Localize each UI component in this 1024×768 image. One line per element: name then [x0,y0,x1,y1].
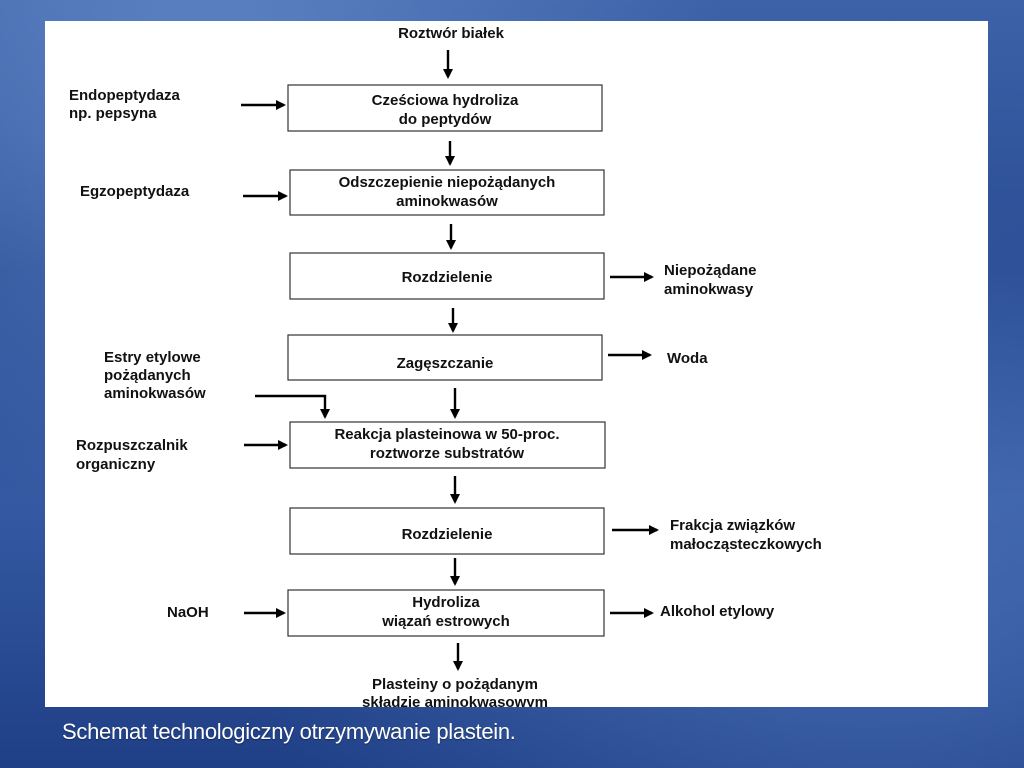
step-5-line-1: Reakcja plasteinowa w 50-proc. [334,426,559,443]
slide-caption: Schemat technologiczny otrzymywanie plas… [62,719,516,744]
input-3-line-1: Estry etylowe [104,349,201,366]
step-7-line-1: Hydroliza [412,594,480,611]
step-3-line-1: Rozdzielenie [402,269,493,286]
step-4-line-1: Zagęszczanie [397,355,494,372]
final-output-line-1: Plasteiny o pożądanym [372,676,538,693]
step-5-line-2: roztworze substratów [370,445,525,462]
input-3-line-3: aminokwasów [104,385,206,402]
input-5-line-1: NaOH [167,604,209,621]
step-2-line-2: aminokwasów [396,193,498,210]
step-box-2: Odszczepienie niepożądanych aminokwasów [289,169,605,216]
output-1-line-2: aminokwasy [664,281,754,298]
step-box-4: Zagęszczanie [287,334,603,381]
input-2-line-1: Egzopeptydaza [80,183,190,200]
output-3-line-2: małocząsteczkowych [670,536,822,553]
input-3-line-2: pożądanych [104,367,191,384]
flow-diagram: Roztwór białek Cześciowa hydroliza do pe… [69,25,822,707]
step-1-line-2: do peptydów [399,111,492,128]
output-3-line-1: Frakcja związków [670,517,795,534]
step-2-line-1: Odszczepienie niepożądanych [339,174,556,191]
input-4-line-1: Rozpuszczalnik [76,437,188,454]
step-1-line-1: Cześciowa hydroliza [372,92,519,109]
step-box-5: Reakcja plasteinowa w 50-proc. roztworze… [289,421,606,469]
output-2-line-1: Woda [667,350,708,367]
output-1-line-1: Niepożądane [664,262,757,279]
step-box-6: Rozdzielenie [289,507,605,555]
input-1-line-2: np. pepsyna [69,105,157,122]
diagram-panel: Roztwór białek Cześciowa hydroliza do pe… [45,21,988,707]
output-4-line-1: Alkohol etylowy [660,603,775,620]
input-4-line-2: organiczny [76,456,156,473]
step-box-3: Rozdzielenie [289,252,605,300]
step-box-1: Cześciowa hydroliza do peptydów [287,84,603,132]
step-6-line-1: Rozdzielenie [402,526,493,543]
final-output-line-2: składzie aminokwasowym [362,694,548,707]
step-7-line-2: wiązań estrowych [381,613,510,630]
input-3-arrow [255,394,330,419]
top-input-label: Roztwór białek [398,25,505,42]
input-1-line-1: Endopeptydaza [69,87,181,104]
step-box-7: Hydroliza wiązań estrowych [287,589,605,637]
